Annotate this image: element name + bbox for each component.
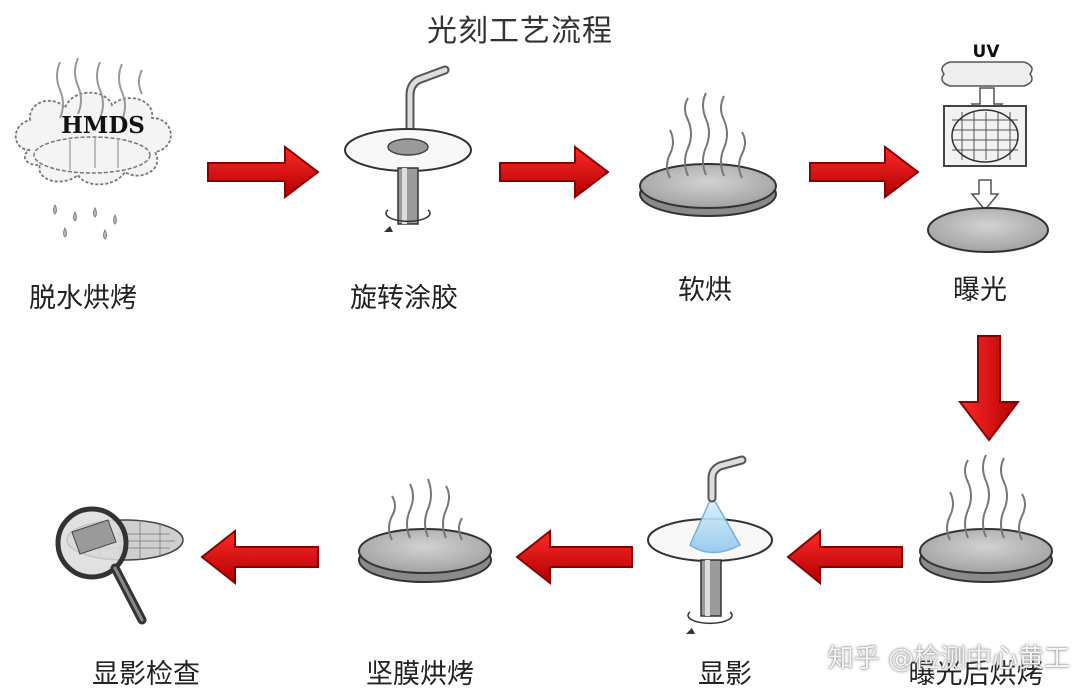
step-label-post-exposure-bake: 曝光后烘烤 — [908, 659, 1044, 690]
soft-bake-icon — [639, 92, 777, 217]
arrow-step1-to-step2 — [207, 144, 320, 200]
inspection-magnifier-icon — [55, 506, 184, 625]
arrow-step6-to-step7 — [515, 528, 633, 586]
arrow-step7-to-step8 — [200, 528, 319, 586]
arrow-step4-to-step5 — [957, 335, 1021, 442]
step-label-inspection: 显影检查 — [92, 659, 200, 690]
watermark-text: 知乎 @检测中心黄工 — [827, 644, 1070, 674]
spin-coat-icon — [344, 65, 472, 232]
exposure-icon — [927, 61, 1049, 253]
hmds-badge-text: HMDS — [61, 112, 145, 139]
hard-bake-icon — [358, 478, 492, 583]
step-label-develop: 显影 — [698, 659, 752, 690]
arrow-step3-to-step4 — [809, 144, 920, 200]
step-label-hard-bake: 坚膜烘烤 — [366, 659, 474, 690]
step-label-dehydration-bake: 脱水烘烤 — [29, 283, 137, 314]
hmds-vapor-icon — [14, 57, 172, 240]
arrow-step2-to-step3 — [499, 144, 610, 200]
step-label-spin-coat: 旋转涂胶 — [350, 283, 458, 314]
arrow-step5-to-step6 — [786, 528, 903, 586]
uv-badge-text: UV — [973, 42, 1001, 62]
post-exposure-bake-icon — [919, 454, 1053, 583]
step-label-soft-bake: 软烘 — [678, 275, 732, 306]
step-label-exposure: 曝光 — [953, 275, 1007, 306]
develop-icon — [647, 455, 773, 634]
diagram-title: 光刻工艺流程 — [427, 14, 613, 49]
